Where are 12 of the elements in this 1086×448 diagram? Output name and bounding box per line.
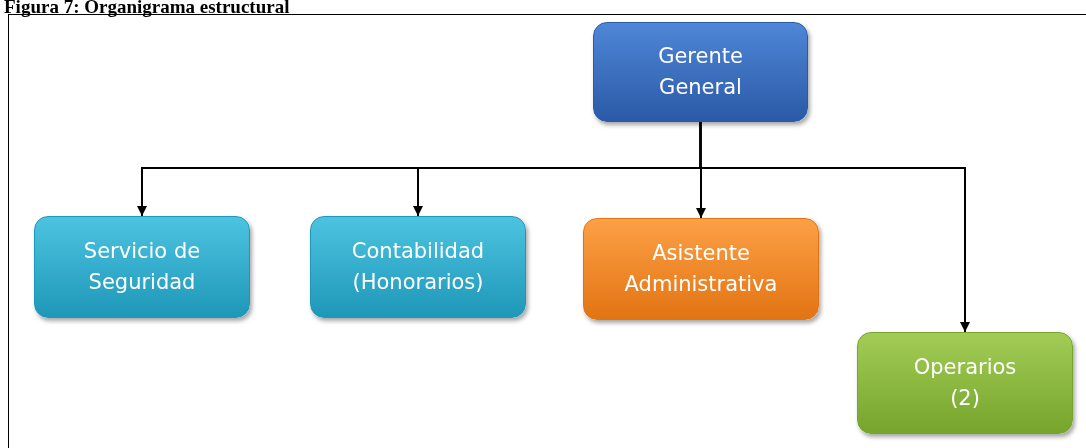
unit-label: Operarios (2): [912, 353, 1018, 412]
figure-title: Figura 7: Organigrama estructural: [4, 0, 290, 18]
org-unit-box: [593, 22, 808, 122]
org-unit-box: [857, 332, 1073, 434]
unit-label: Servicio de Seguridad: [82, 237, 202, 296]
unit-label: Contabilidad (Honorarios): [350, 237, 486, 296]
org-unit-box: [34, 216, 250, 318]
org-unit-box: [583, 218, 819, 320]
connector-arrow: [699, 121, 970, 333]
unit-label: Gerente General: [657, 42, 744, 101]
org-unit-box: [310, 216, 526, 318]
unit-label: Asistente Administrativa: [623, 239, 779, 298]
